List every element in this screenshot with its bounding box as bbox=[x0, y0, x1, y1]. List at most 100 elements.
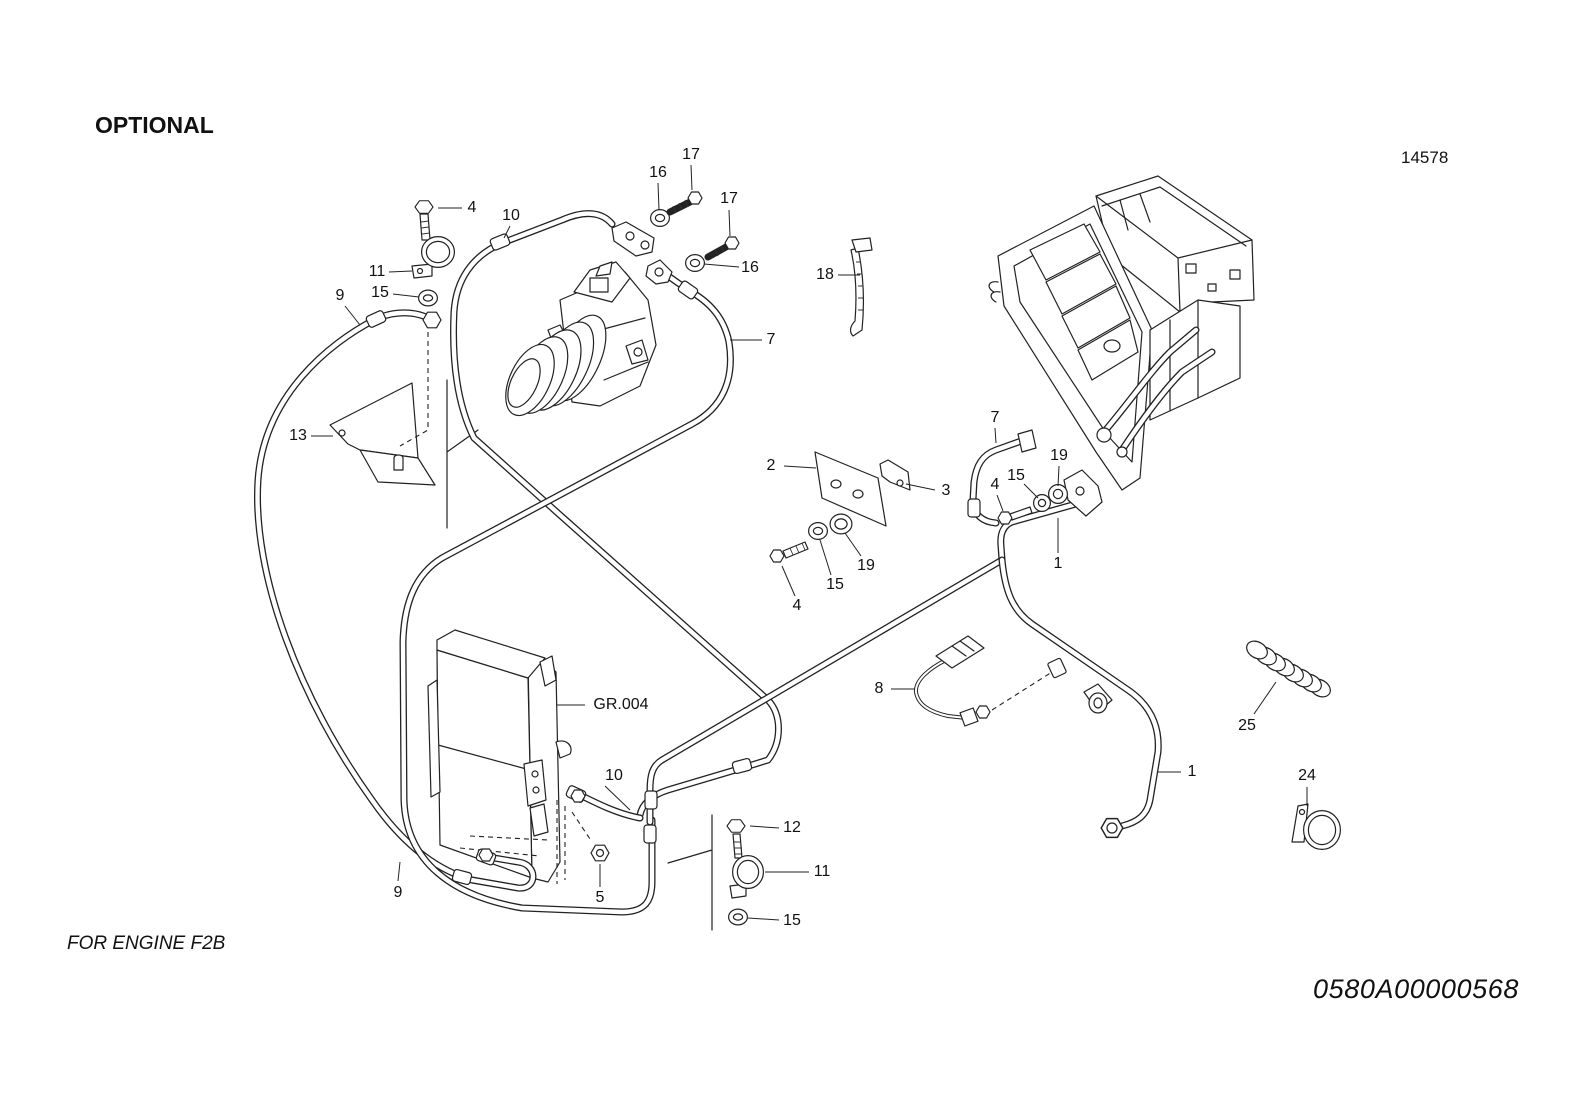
leader-line bbox=[1023, 483, 1039, 499]
callout-18: 18 bbox=[816, 266, 834, 283]
bolt-4-top bbox=[414, 200, 434, 241]
leader-line bbox=[657, 182, 660, 211]
callout-2: 2 bbox=[766, 457, 776, 474]
grommet bbox=[1083, 683, 1113, 714]
callout-19: 19 bbox=[857, 557, 875, 574]
callout-12: 12 bbox=[783, 819, 801, 836]
callout-11: 11 bbox=[368, 263, 386, 280]
leader-line bbox=[1057, 465, 1060, 487]
leader-line bbox=[392, 293, 420, 298]
callout-10: 10 bbox=[605, 767, 623, 784]
callout-15: 15 bbox=[1007, 467, 1025, 484]
callout-9: 9 bbox=[393, 884, 403, 901]
leader-line bbox=[783, 465, 817, 469]
callout-17: 17 bbox=[720, 190, 738, 207]
leader-line bbox=[1253, 681, 1277, 715]
bracket-13 bbox=[329, 382, 436, 486]
engine-note: FOR ENGINE F2B bbox=[67, 933, 226, 954]
bolt-17-upper bbox=[666, 191, 703, 216]
callout-16: 16 bbox=[741, 259, 759, 276]
washer-16-upper bbox=[650, 209, 670, 227]
callout-17: 17 bbox=[682, 146, 700, 163]
bolt-17-lower bbox=[704, 236, 740, 261]
callout-10: 10 bbox=[502, 207, 520, 224]
leader-line bbox=[844, 532, 862, 557]
group-brace-bottom bbox=[667, 814, 713, 931]
leader-line bbox=[905, 483, 936, 491]
callout-1: 1 bbox=[1053, 555, 1063, 572]
callout-1: 1 bbox=[1187, 763, 1197, 780]
leader-line bbox=[728, 209, 731, 237]
callout-9: 9 bbox=[335, 287, 345, 304]
callout-3: 3 bbox=[941, 482, 951, 499]
callout-25: 25 bbox=[1238, 717, 1256, 734]
cable-tie-18 bbox=[849, 237, 873, 337]
clamp-24 bbox=[1291, 803, 1341, 850]
callout-13: 13 bbox=[289, 427, 307, 444]
leader-lines bbox=[311, 164, 1308, 921]
compressor bbox=[505, 261, 657, 417]
plate-3 bbox=[879, 459, 911, 491]
switch-port bbox=[1047, 657, 1067, 679]
washer-16-lower bbox=[685, 254, 705, 272]
callout-7: 7 bbox=[766, 331, 776, 348]
callout-11: 11 bbox=[813, 863, 831, 880]
compressor-fitting bbox=[645, 259, 673, 285]
drawing-code: 0580A00000568 bbox=[1313, 974, 1520, 1004]
switch-dashed-line bbox=[991, 671, 1053, 711]
figure-number: 14578 bbox=[1401, 148, 1449, 167]
callout-16: 16 bbox=[649, 164, 667, 181]
leader-line bbox=[996, 494, 1004, 512]
nut-pipe-1-bore bbox=[1106, 822, 1118, 834]
bolt-12 bbox=[726, 819, 746, 859]
leader-line bbox=[747, 917, 780, 921]
leader-line bbox=[781, 565, 796, 597]
callout-7: 7 bbox=[990, 409, 1000, 426]
leader-line bbox=[994, 427, 997, 444]
foam-sleeve-25 bbox=[1246, 640, 1331, 698]
bolt-4-middle bbox=[769, 541, 809, 563]
washer-19-right bbox=[1048, 484, 1068, 504]
washer-15-top bbox=[418, 289, 438, 307]
leader-line bbox=[397, 861, 401, 882]
callout-5: 5 bbox=[595, 889, 605, 906]
clamp-11-bottom bbox=[729, 855, 764, 899]
callout-15: 15 bbox=[826, 576, 844, 593]
leader-line bbox=[690, 164, 693, 191]
washer-15-bottom bbox=[728, 908, 748, 926]
hvac-unit bbox=[988, 175, 1255, 491]
pipe-7 bbox=[973, 429, 1037, 523]
page-title: OPTIONAL bbox=[95, 112, 214, 138]
pipe-1-fitting-block bbox=[1063, 469, 1103, 517]
bolt-4-right bbox=[997, 506, 1033, 525]
callout-4: 4 bbox=[990, 476, 1000, 493]
pressure-switch-8 bbox=[914, 635, 991, 727]
callout-15: 15 bbox=[371, 284, 389, 301]
leader-line bbox=[344, 305, 361, 326]
callout-4: 4 bbox=[792, 597, 802, 614]
nut-5-bore bbox=[595, 848, 605, 858]
callout-15: 15 bbox=[783, 912, 801, 929]
leader-line bbox=[749, 825, 780, 829]
condenser bbox=[427, 629, 572, 883]
callout-8: 8 bbox=[874, 680, 884, 697]
washer-15-middle bbox=[808, 522, 828, 540]
clamp-11-top bbox=[411, 236, 455, 279]
assembly-dashed-line bbox=[399, 332, 429, 447]
nut-hose-9 bbox=[422, 311, 442, 329]
condenser-dashed-lines bbox=[459, 800, 593, 884]
leader-line bbox=[604, 785, 631, 811]
callout-24: 24 bbox=[1298, 767, 1316, 784]
callout-4: 4 bbox=[467, 199, 477, 216]
group-reference: GR.004 bbox=[593, 696, 649, 713]
callout-19: 19 bbox=[1050, 447, 1068, 464]
leader-line bbox=[388, 270, 413, 273]
hose-fitting-block bbox=[611, 221, 655, 257]
washer-15-right bbox=[1033, 494, 1051, 512]
leader-line bbox=[703, 263, 740, 268]
leader-line bbox=[503, 225, 511, 239]
leader-line bbox=[819, 539, 832, 576]
plate-2 bbox=[814, 451, 887, 527]
washer-19-middle bbox=[829, 513, 853, 535]
